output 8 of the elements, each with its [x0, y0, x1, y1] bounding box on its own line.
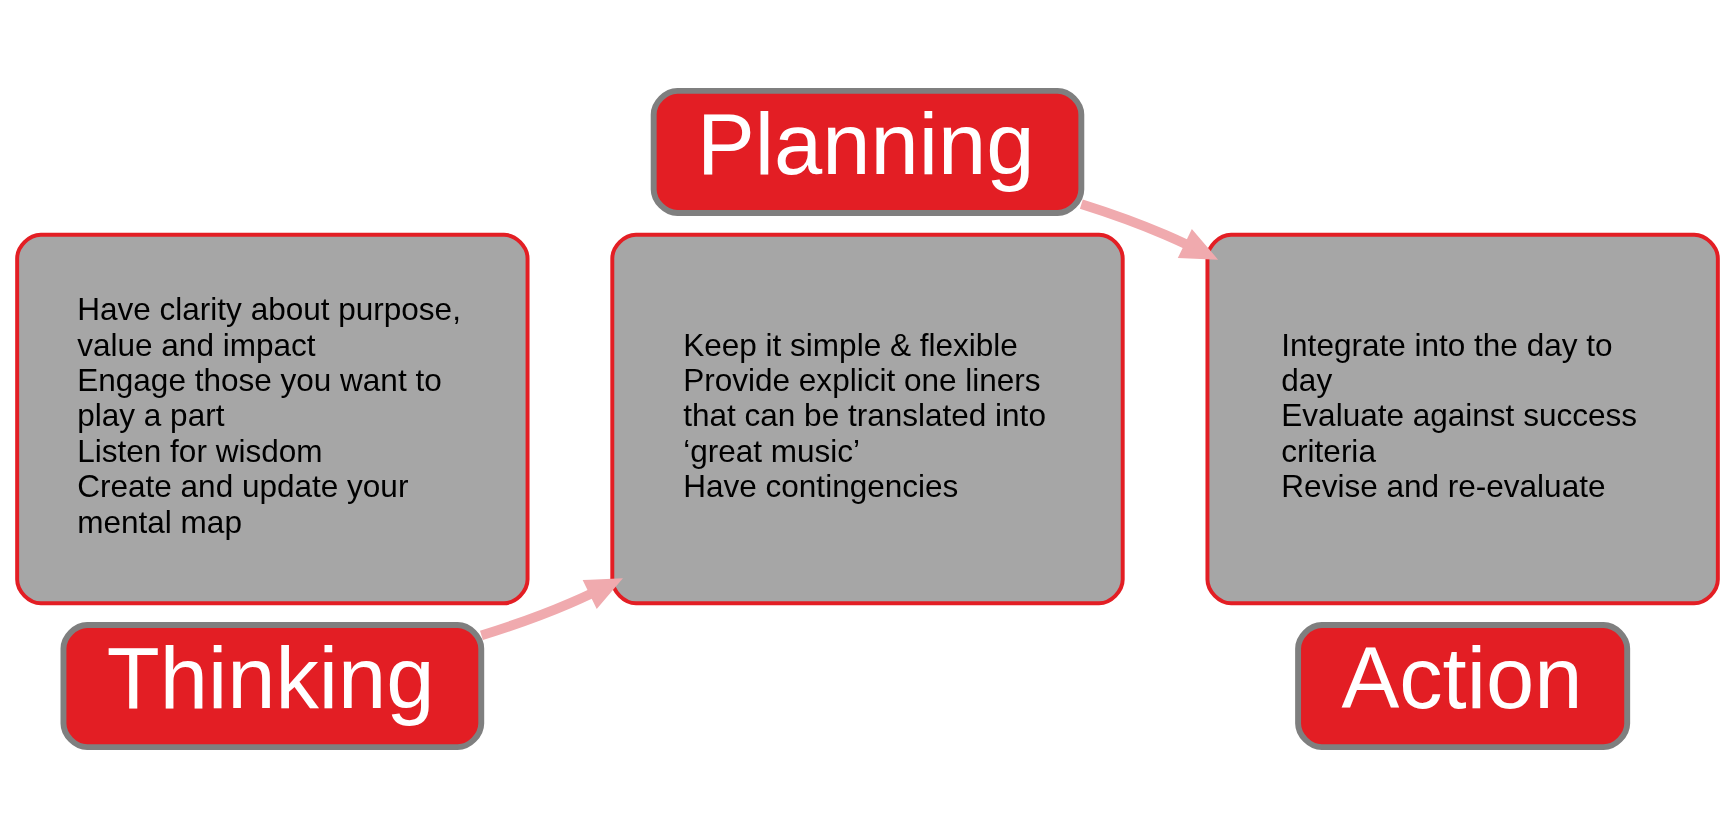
node-box: Action — [1295, 622, 1631, 751]
node-box: Keep it simple & flexible Provide explicit one liners that can be translated into ‘great music’ Have contingencies — [610, 232, 1125, 606]
node-box: Planning — [650, 87, 1085, 216]
arrow — [479, 578, 623, 641]
arrow — [1079, 199, 1219, 260]
node-box: Thinking — [60, 622, 485, 751]
node-box: Have clarity about purpose, value and impact Engage those you want to play a part Listen for wisdom Create and update your mental map — [15, 232, 530, 606]
node-box: Integrate into the day to day Evaluate against success criteria Revise and re-evaluate — [1205, 232, 1720, 606]
